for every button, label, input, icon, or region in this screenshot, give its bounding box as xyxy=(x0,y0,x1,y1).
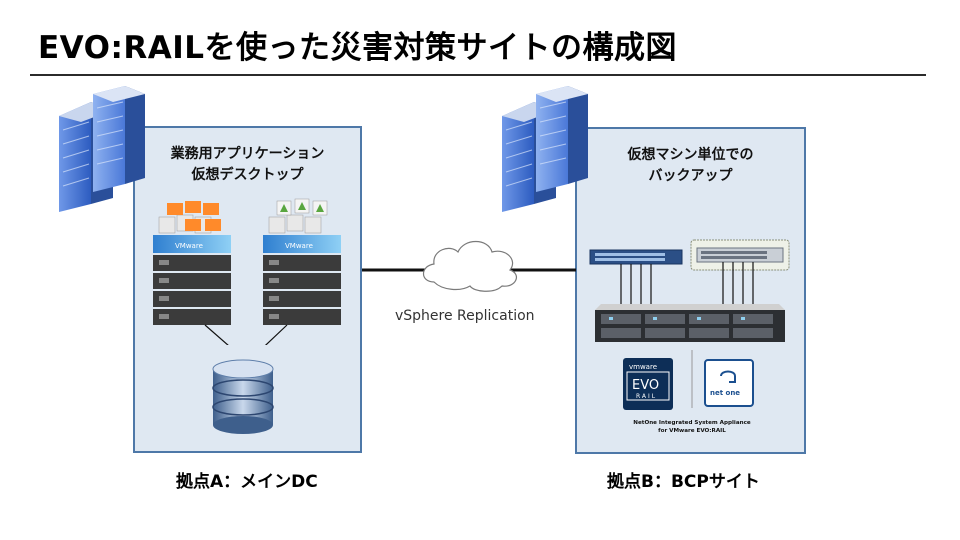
site-b-box: 仮想マシン単位での バックアップ xyxy=(575,127,806,454)
building-icon xyxy=(59,86,145,212)
rack-server-icon xyxy=(595,304,785,342)
database-icon xyxy=(212,359,274,434)
vmware-band-label: VMware xyxy=(175,242,203,250)
network-switch-icon xyxy=(696,247,784,263)
evo-rail-logo: vmware EVO RAIL xyxy=(623,358,673,410)
server-stacks: VMware VMware xyxy=(153,198,341,345)
title-divider xyxy=(30,74,926,76)
site-b-box-label-2: バックアップ xyxy=(648,168,733,184)
building-icon xyxy=(502,86,588,212)
evo-rail-appliance: vmware EVO RAIL net one NetOne Integrate… xyxy=(589,239,790,434)
site-b-caption: 拠点B：BCPサイト xyxy=(607,472,760,492)
page-title: EVO:RAILを使った災害対策サイトの構成図 xyxy=(38,30,678,66)
appliance-caption-2: for VMware EVO:RAIL xyxy=(658,428,726,434)
rail-logo-text: RAIL xyxy=(636,393,657,400)
server-stack-icon: VMware xyxy=(263,198,341,325)
network-switch-icon xyxy=(589,249,683,265)
site-b-box-label-1: 仮想マシン単位での xyxy=(627,147,754,163)
appliance-caption-1: NetOne Integrated System Appliance xyxy=(633,420,751,426)
netone-logo: net one xyxy=(704,359,754,407)
cloud-icon xyxy=(422,240,518,292)
server-stack-icon: VMware xyxy=(153,201,231,325)
vmware-logo-text: vmware xyxy=(629,363,657,371)
replication-label: vSphere Replication xyxy=(395,308,535,324)
evo-logo-text: EVO xyxy=(632,378,659,393)
vmware-band-label: VMware xyxy=(285,242,313,250)
site-a-box-label-1: 業務用アプリケーション xyxy=(170,146,325,162)
replication-link xyxy=(362,240,576,292)
site-a-caption: 拠点A：メインDC xyxy=(176,472,318,492)
site-a-box-label-2: 仮想デスクトップ xyxy=(191,167,304,183)
netone-logo-text: net one xyxy=(710,389,740,397)
